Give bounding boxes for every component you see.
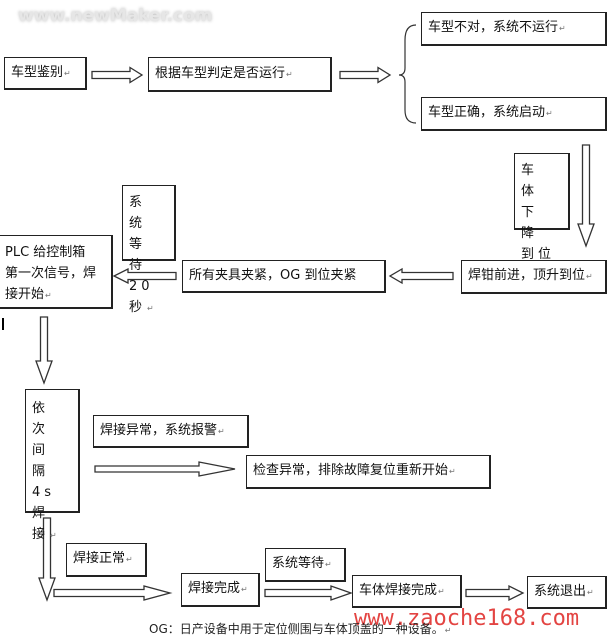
node-line: 4s 焊: [32, 485, 56, 521]
node-abnormal: 焊接异常，系统报警: [93, 415, 249, 448]
node-label: 焊接正常: [73, 551, 133, 568]
arrow-right-icon: [339, 66, 392, 84]
node-line: 到位: [521, 244, 562, 287]
node-line: 等 待: [129, 237, 147, 273]
brace-icon: [398, 24, 417, 124]
node-label: 系统退出: [534, 584, 594, 601]
arrow-down-icon: [577, 144, 595, 248]
node-line: 20 秒: [129, 276, 168, 319]
watermark-newmaker: www.newMaker.com: [18, 6, 213, 26]
node-label: 所有夹具夹紧，OG 到位夹紧: [189, 268, 357, 283]
node-plc: PLC 给控制箱 第一次信号，焊 接开始: [0, 235, 113, 309]
node-wait20: 系 统 等 待 20 秒: [122, 185, 176, 315]
arrow-right-icon: [465, 584, 525, 602]
node-label: 焊钳前进，顶升到位: [468, 268, 593, 285]
node-lower: 车 体 下 降 到位: [514, 153, 570, 262]
node-identify: 车型鉴别: [4, 57, 87, 90]
node-check: 检查异常，排除故障复位重新开始: [246, 455, 491, 489]
node-line: 下 降: [521, 205, 539, 241]
node-clamp: 所有夹具夹紧，OG 到位夹紧: [182, 260, 386, 293]
node-label: 根据车型判定是否运行: [155, 66, 293, 83]
arrow-right-icon: [94, 461, 236, 477]
node-wait: 系统等待: [265, 548, 346, 582]
node-line: 接开始: [5, 284, 52, 306]
text-cursor: [2, 318, 4, 330]
node-line: PLC 给控制箱: [5, 245, 86, 260]
footnote: OG：日产设备中用于定位侧围与车体顶盖的一种设备。: [149, 620, 451, 637]
arrow-right-icon: [91, 66, 144, 84]
node-label: 车体焊接完成: [359, 583, 445, 600]
node-label: 检查异常，排除故障复位重新开始: [253, 463, 456, 480]
arrow-down-icon: [35, 316, 53, 385]
node-exit: 系统退出: [527, 576, 607, 609]
arrow-right-icon: [264, 585, 353, 601]
node-normal: 焊接正常: [66, 543, 147, 577]
node-label: 车型不对，系统不运行: [428, 20, 566, 37]
arrow-right-icon: [53, 585, 173, 601]
node-line: 间 隔: [32, 443, 50, 479]
arrow-left-icon: [388, 267, 454, 285]
node-body-done: 车体焊接完成: [352, 575, 462, 608]
node-label: 系统等待: [272, 556, 332, 573]
node-line: 车 体: [521, 163, 539, 199]
node-wrong: 车型不对，系统不运行: [421, 12, 607, 46]
node-line: 依 次: [32, 401, 50, 437]
node-line: 第一次信号，焊: [5, 266, 97, 281]
node-line: 接: [32, 524, 61, 546]
node-right: 车型正确，系统启动: [421, 97, 607, 131]
node-label: 车型正确，系统启动: [428, 105, 553, 122]
node-done: 焊接完成: [181, 573, 260, 607]
node-line: 系 统: [129, 195, 147, 231]
node-advance: 焊钳前进，顶升到位: [461, 260, 607, 294]
node-label: 车型鉴别: [11, 65, 71, 82]
node-label: 焊接异常，系统报警: [100, 423, 225, 440]
node-weld4s: 依 次 间 隔 4s 焊 接: [25, 389, 80, 542]
node-judge: 根据车型判定是否运行: [148, 57, 332, 92]
node-label: 焊接完成: [188, 581, 248, 598]
